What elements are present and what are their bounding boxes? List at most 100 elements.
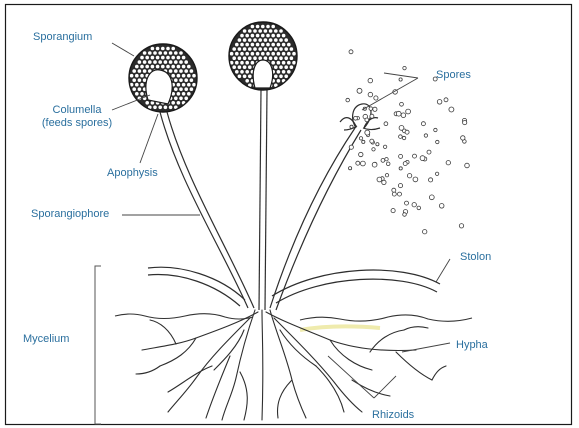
spore-dot [179,69,183,73]
spore-dot [253,47,257,51]
leader-apophysis [140,114,158,163]
free-spore [403,213,407,217]
mycelium-bracket [95,266,101,424]
spore-dot [240,43,244,47]
label-sporangiophore: Sporangiophore [31,208,109,221]
free-spore [413,154,417,158]
spore-dot [138,60,142,64]
label-rhizoids: Rhizoids [372,409,414,422]
leader-hypha [402,343,450,352]
spore-dot [232,56,236,60]
spore-dot [235,43,239,47]
spore-dot [277,43,281,47]
free-spore [465,163,470,168]
spore-dot [140,83,144,87]
stolon-left-inner [148,275,240,306]
spore-dot [177,56,181,60]
columella-middle [253,60,272,88]
spore-dot [232,65,236,69]
free-spore [429,178,433,182]
spore-dot [261,43,265,47]
spore-dot [235,52,239,56]
spore-dot [145,65,149,69]
spore-dot [140,74,144,78]
spore-dot [184,60,188,64]
spore-dot [132,87,136,91]
free-spore [383,145,386,148]
spore-dot [251,43,255,47]
free-spore [400,102,404,106]
spore-dot [164,51,168,55]
spore-dot [179,97,183,101]
spore-dot [245,34,249,38]
spore-dot [166,56,170,60]
free-spore [368,92,373,97]
free-spore [359,137,362,140]
spore-dot [287,52,291,56]
spore-dot [258,47,262,51]
label-columella: Columella (feeds spores) [34,104,120,130]
free-spore [399,167,402,170]
spore-dot [284,47,288,51]
spore-dot [243,38,247,42]
spore-dot [290,47,294,51]
spore-dot [284,65,288,69]
free-spore [372,148,375,151]
spore-dot [282,34,286,38]
free-spore [446,161,450,165]
spore-dot [138,87,142,91]
spore-dot [164,60,168,64]
spore-dot [277,70,281,74]
free-spore [423,230,427,234]
spore-dot [166,65,170,69]
spore-dot [271,25,275,29]
spore-dot [282,52,286,56]
spore-dot [248,65,252,69]
free-spore [392,188,396,192]
spore-dot [177,65,181,69]
spore-dot [182,74,186,78]
spore-dot [269,56,273,60]
spore-dot [235,61,239,65]
spore-dot [245,70,249,74]
spore-dot [256,52,260,56]
free-spore [429,195,434,200]
free-spore [461,136,465,140]
spore-dot [143,51,147,55]
spore-dot [240,70,244,74]
spore-dot [184,97,188,101]
free-spore [386,162,390,166]
spore-dot [287,61,291,65]
spore-dot [287,43,291,47]
spore-dot [148,51,152,55]
spore-dot [174,87,178,91]
free-spore [449,107,454,112]
free-spore [392,192,396,196]
spore-dot [151,56,155,60]
free-spore [417,206,421,210]
spore-dot [169,60,173,64]
spore-dot [238,65,242,69]
free-spore [372,162,377,167]
spore-dot [248,56,252,60]
spore-dot [290,56,294,60]
spore-dot [161,65,165,69]
spore-dot [243,65,247,69]
spore-dot [240,52,244,56]
spore-dot [143,60,147,64]
spore-dot [292,52,296,56]
spore-dot [279,56,283,60]
spore-dot [279,29,283,33]
spore-dot [187,92,191,96]
free-spore [373,107,377,111]
spore-dot [261,52,265,56]
spore-dot [158,51,162,55]
free-spore [349,145,353,149]
free-spore [437,100,442,105]
spore-dot [187,74,191,78]
free-spore [405,130,409,134]
free-spore [365,130,370,135]
spore-dot [190,78,194,82]
spore-dot [251,25,255,29]
